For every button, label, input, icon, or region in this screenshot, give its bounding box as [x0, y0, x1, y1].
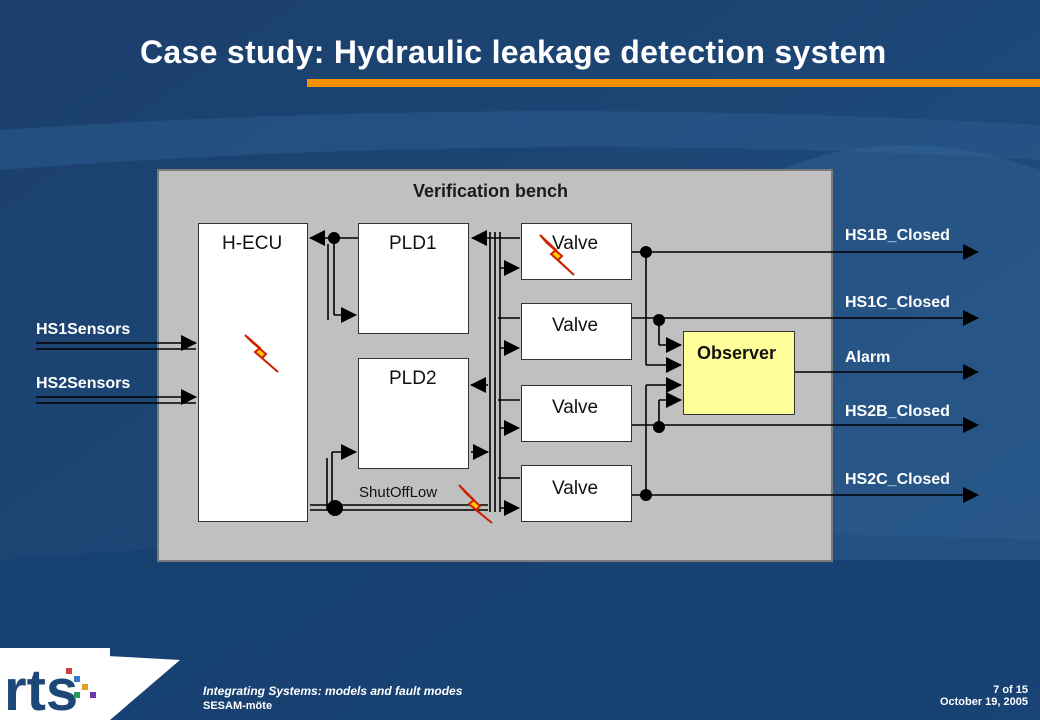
- hecu-box: [198, 223, 308, 522]
- input-label-hs1sensors: HS1Sensors: [36, 321, 131, 338]
- svg-text:rts: rts: [4, 658, 78, 720]
- pld2-label: PLD2: [389, 368, 437, 389]
- hs2-input-wire: [36, 389, 197, 405]
- output-label-hs1c-closed: HS1C_Closed: [845, 294, 950, 311]
- hs1-input-wire: [36, 335, 197, 351]
- output-label-alarm: Alarm: [845, 349, 891, 366]
- footer-right: 7 of 15 October 19, 2005: [940, 684, 1028, 708]
- bench-title: Verification bench: [413, 181, 569, 201]
- fault-lightning-icon-hecu: [244, 334, 279, 373]
- pld2-box: [358, 358, 469, 469]
- valve-box-3: [521, 385, 632, 442]
- input-label-hs2sensors: HS2Sensors: [36, 375, 131, 392]
- footer-event: SESAM-möte: [203, 700, 273, 712]
- pld1-box: [358, 223, 469, 334]
- observer-box: [683, 331, 795, 415]
- valve-label-4: Valve: [552, 478, 599, 499]
- footer-date: October 19, 2005: [939, 696, 1028, 708]
- fault-lightning-icon-valve: [539, 234, 575, 276]
- title-underline: [307, 79, 1040, 87]
- valve-label-1: Valve: [552, 233, 599, 254]
- output-label-hs2b-closed: HS2B_Closed: [845, 403, 950, 420]
- valve-label-3: Valve: [552, 397, 599, 418]
- hecu-label: H-ECU: [222, 233, 283, 254]
- page-number: 7 of 15: [993, 684, 1028, 696]
- valve-box-4: [521, 465, 632, 522]
- slide-title: Case study: Hydraulic leakage detection …: [140, 34, 887, 70]
- shutofflow-label: ShutOffLow: [359, 484, 438, 501]
- valve-label-2: Valve: [552, 315, 599, 336]
- output-label-hs2c-closed: HS2C_Closed: [845, 471, 950, 488]
- valve-box-1: [521, 223, 632, 280]
- output-label-hs1b-closed: HS1B_Closed: [845, 227, 950, 244]
- observer-label: Observer: [697, 343, 777, 363]
- fault-lightning-icon-shutoff: [458, 484, 493, 524]
- footer-title: Integrating Systems: models and fault mo…: [203, 684, 463, 698]
- pld1-label: PLD1: [389, 233, 437, 254]
- footer-left: Integrating Systems: models and fault mo…: [203, 684, 462, 712]
- rts-logo: rts: [0, 648, 110, 720]
- valve-box-2: [521, 303, 632, 360]
